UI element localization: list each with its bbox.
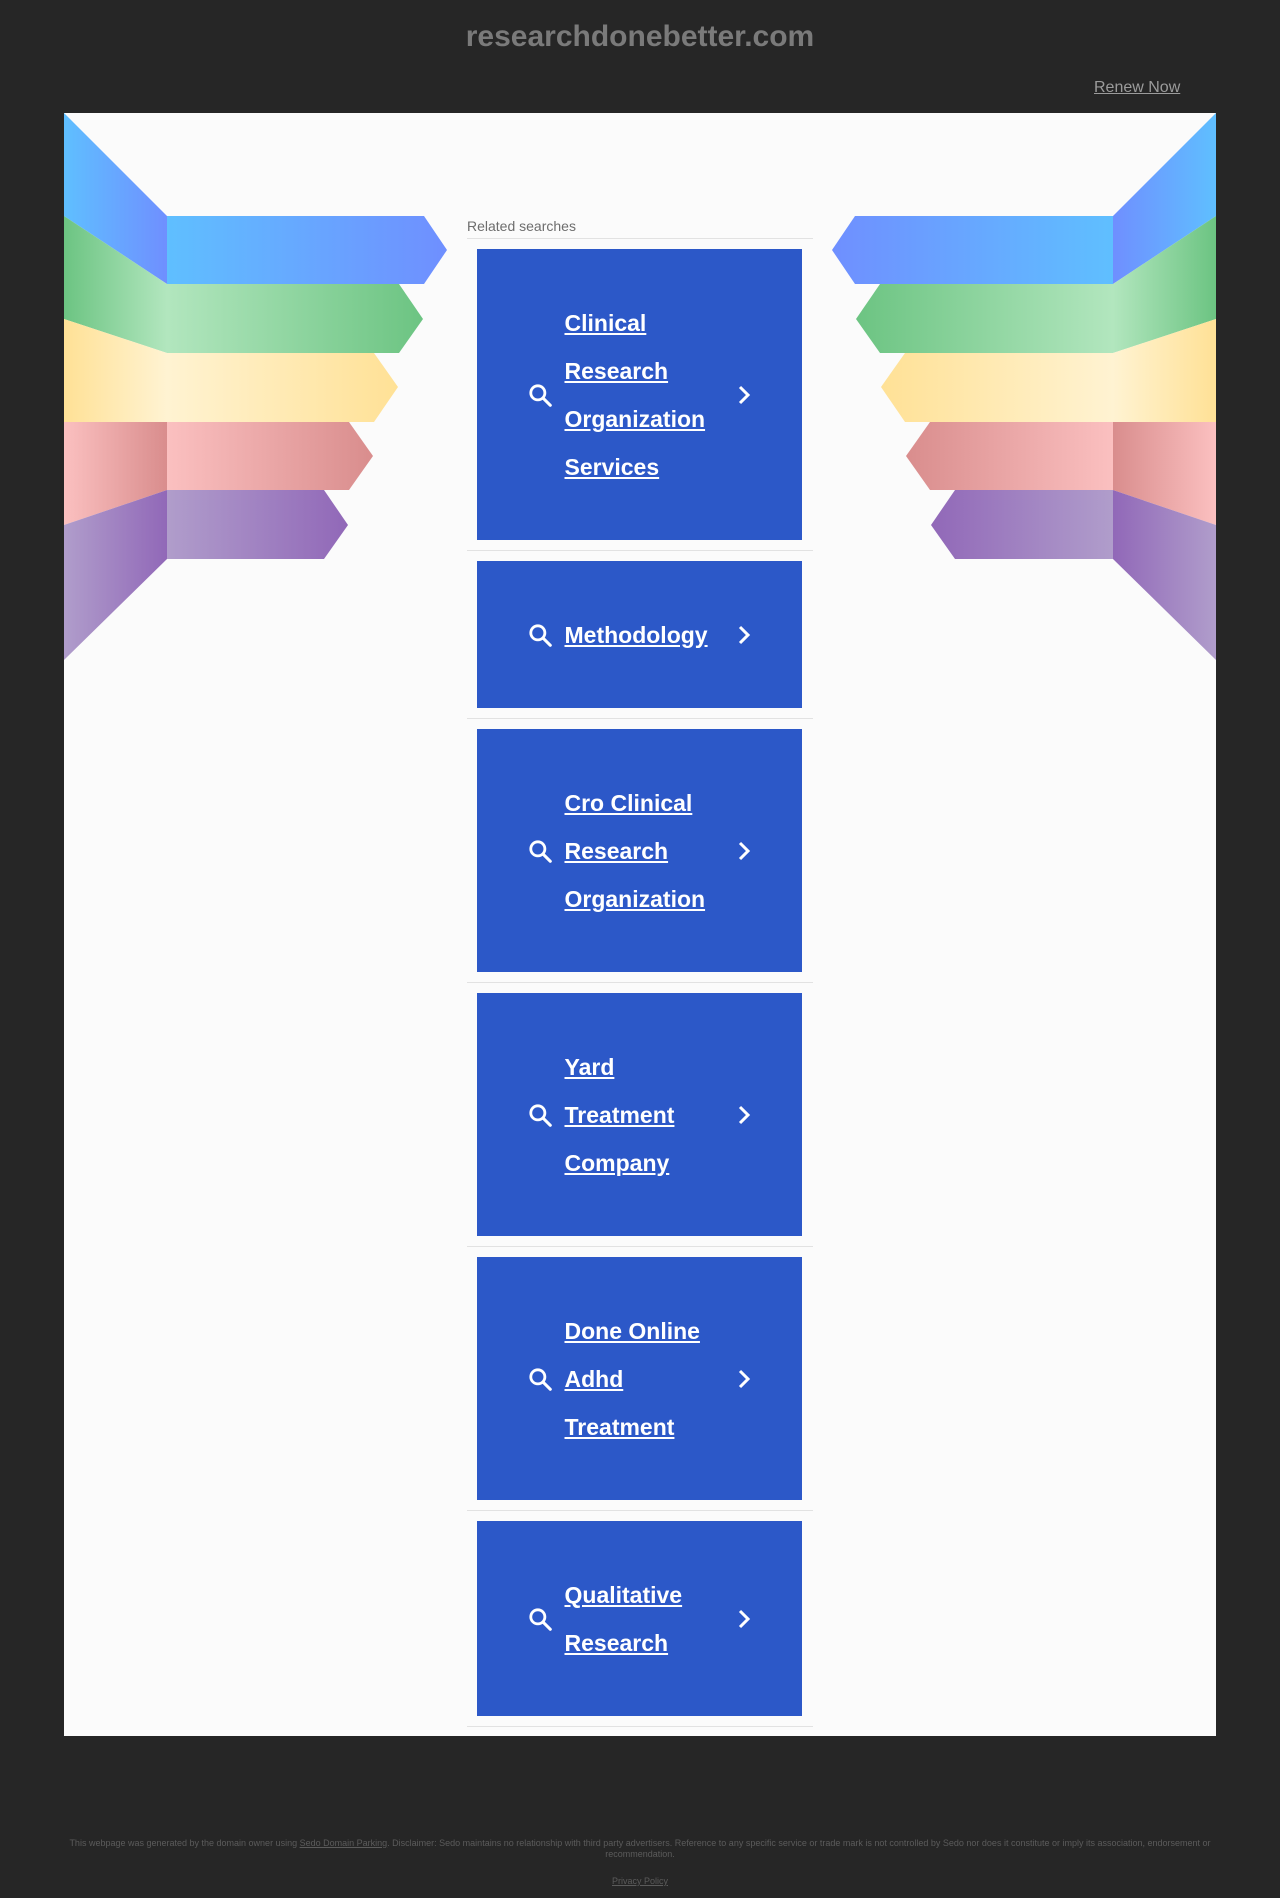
list-item: Qualitative Research xyxy=(467,1511,813,1727)
right-ribbon-yellow xyxy=(881,353,1113,422)
right-ribbon-red xyxy=(906,422,1113,490)
related-search-link[interactable]: Methodology xyxy=(477,561,802,708)
list-item: Done Online Adhd Treatment xyxy=(467,1247,813,1511)
list-item: Cro Clinical Research Organization xyxy=(467,719,813,983)
related-search-label: Methodology xyxy=(564,621,708,648)
related-search-link[interactable]: Qualitative Research xyxy=(477,1521,802,1716)
list-item: Clinical Research Organization Services xyxy=(467,239,813,551)
left-fold-yellow xyxy=(64,319,167,422)
related-searches: Related searches Clinical Research Organ… xyxy=(467,216,813,1727)
search-icon xyxy=(528,383,552,407)
list-item: Yard Treatment Company xyxy=(467,983,813,1247)
right-fold-blue xyxy=(1113,113,1216,284)
left-fold-blue xyxy=(64,113,167,284)
related-searches-heading: Related searches xyxy=(467,216,813,239)
list-item: Methodology xyxy=(467,551,813,719)
search-icon xyxy=(528,623,552,647)
chevron-right-icon xyxy=(738,1609,750,1628)
left-ribbon-yellow xyxy=(167,353,398,422)
related-search-label: Done Online Adhd Treatment xyxy=(564,1317,700,1440)
related-search-link[interactable]: Yard Treatment Company xyxy=(477,993,802,1236)
footer-text-after: . Disclaimer: Sedo maintains no relation… xyxy=(387,1838,1211,1859)
privacy-policy-link[interactable]: Privacy Policy xyxy=(611,1876,668,1886)
footer-text-before: This webpage was generated by the domain… xyxy=(69,1838,300,1848)
left-ribbon-purple xyxy=(167,490,348,559)
related-search-label: Yard Treatment Company xyxy=(564,1053,675,1176)
related-search-link[interactable]: Done Online Adhd Treatment xyxy=(477,1257,802,1500)
right-ribbon-blue xyxy=(832,216,1113,284)
related-search-label: Cro Clinical Research Organization xyxy=(564,789,706,912)
chevron-right-icon xyxy=(738,1105,750,1124)
left-ribbon-blue xyxy=(167,216,447,284)
related-search-link[interactable]: Clinical Research Organization Services xyxy=(477,249,802,540)
left-fold-red xyxy=(64,422,167,525)
domain-title: researchdonebetter.com xyxy=(465,20,815,53)
right-fold-red xyxy=(1113,422,1216,525)
renew-now-link[interactable]: Renew Now xyxy=(1094,79,1181,96)
related-search-label: Clinical Research Organization Services xyxy=(564,309,706,480)
search-icon xyxy=(528,1367,552,1391)
right-fold-green xyxy=(1113,216,1216,353)
search-icon xyxy=(528,1103,552,1127)
search-icon xyxy=(528,839,552,863)
right-ribbon-green xyxy=(856,284,1113,353)
left-fold-green xyxy=(64,216,167,353)
left-fold-purple xyxy=(64,490,167,660)
chevron-right-icon xyxy=(738,1369,750,1388)
related-search-label: Qualitative Research xyxy=(564,1581,683,1656)
related-search-link[interactable]: Cro Clinical Research Organization xyxy=(477,729,802,972)
content-panel: Related searches Clinical Research Organ… xyxy=(64,113,1216,1736)
right-fold-yellow xyxy=(1113,319,1216,422)
left-ribbon-green xyxy=(167,284,423,353)
ribbon-decoration xyxy=(64,113,1216,660)
search-icon xyxy=(528,1607,552,1631)
footer-disclaimer: This webpage was generated by the domain… xyxy=(60,1838,1220,1860)
sedo-domain-parking-link[interactable]: Sedo Domain Parking xyxy=(299,1838,388,1848)
chevron-right-icon xyxy=(738,841,750,860)
left-ribbon-red xyxy=(167,422,373,490)
chevron-right-icon xyxy=(738,385,750,404)
right-ribbon-purple xyxy=(931,490,1113,559)
chevron-right-icon xyxy=(738,625,750,644)
right-fold-purple xyxy=(1113,490,1216,660)
